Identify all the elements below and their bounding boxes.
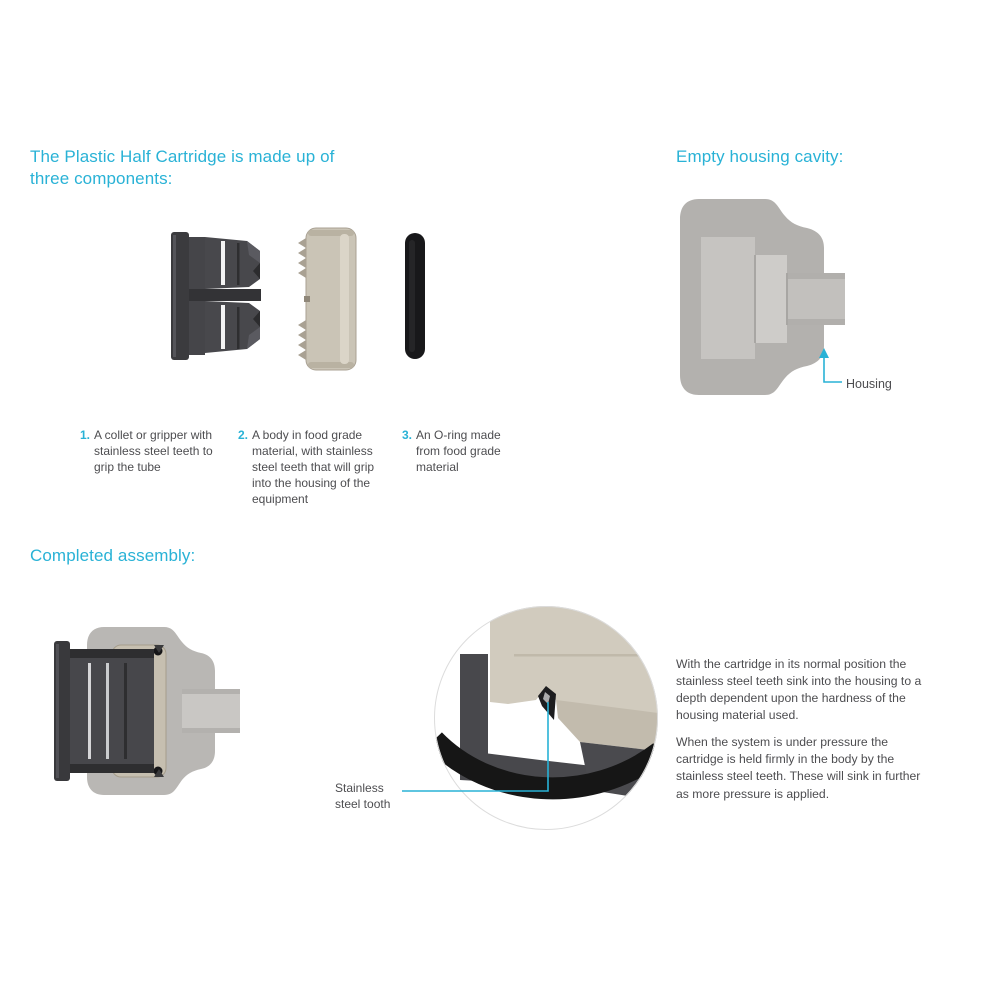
collet-illustration <box>171 232 261 360</box>
caption-number-1: 1. <box>80 428 91 442</box>
component-caption-1: 1. A collet or gripper with stainless st… <box>80 428 218 476</box>
tooth-label: Stainless steel tooth <box>335 781 391 811</box>
caption-text-3: An O-ring made from food grade material <box>416 428 501 474</box>
assembly-paragraph-1: With the cartridge in its normal positio… <box>676 657 922 723</box>
cartridge-body-illustration <box>298 227 357 371</box>
caption-text-2: A body in food grade material, with stai… <box>252 428 375 506</box>
assembly-paragraph-2: When the system is under pressure the ca… <box>676 735 921 801</box>
empty-housing-heading: Empty housing cavity: <box>676 147 844 166</box>
completed-assembly-illustration <box>54 627 240 795</box>
housing-label: Housing <box>846 377 892 391</box>
caption-number-2: 2. <box>238 428 249 442</box>
oring-illustration <box>405 233 425 359</box>
housing-illustration <box>680 199 845 395</box>
completed-assembly-heading: Completed assembly: <box>30 546 196 565</box>
assembly-description: With the cartridge in its normal positio… <box>676 656 924 813</box>
component-caption-3: 3. An O-ring made from food grade materi… <box>402 428 512 476</box>
tooth-detail-circle <box>434 606 658 830</box>
caption-text-1: A collet or gripper with stainless steel… <box>94 428 213 474</box>
component-caption-2: 2. A body in food grade material, with s… <box>238 428 388 508</box>
caption-number-3: 3. <box>402 428 413 442</box>
components-heading: The Plastic Half Cartridge is made up of… <box>30 147 335 189</box>
